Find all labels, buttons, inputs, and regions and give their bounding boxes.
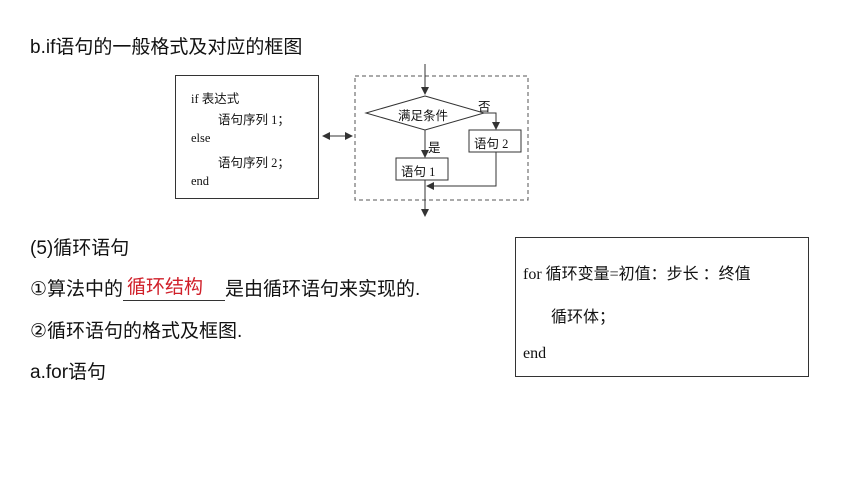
for-code-box [515,237,809,377]
heading-if: b.if语句的一般格式及对应的框图 [30,37,303,58]
if-code-line-2: 语句序列 1； [218,113,290,127]
item-2: ②循环语句的格式及框图. [30,321,243,342]
for-code-line-2: 循环体； [551,309,616,326]
item-1: ①算法中的循环结构是由循环语句来实现的. [30,274,420,301]
if-code-line-1: if 表达式 [191,92,240,106]
stmt1-rect [395,157,449,181]
merge-line [426,152,497,190]
condition-label: 满足条件 [398,109,449,123]
heading-for: a.for语句 [30,362,107,383]
answer-text: 循环结构 [127,277,204,298]
if-code-line-4: 语句序列 2； [218,156,290,170]
item-1-before: ①算法中的 [30,279,124,300]
flowchart-dashed-frame [354,75,529,201]
no-label: 否 [478,100,491,114]
for-code-line-1: for 循环变量=初值：步长 ：终值 [523,266,751,283]
section-5-title: (5)循环语句 [30,238,130,259]
if-code-line-3: else [191,131,211,145]
if-code-line-5: end [191,174,210,188]
for-code-line-3: end [523,345,547,362]
no-branch-line [484,112,500,130]
stmt2-label: 语句 2 [474,137,509,151]
answer-blank: 循环结构 [123,277,226,301]
stmt2-rect [468,129,522,153]
if-code-box [175,75,319,199]
yes-label: 是 [428,141,441,155]
item-1-after: 是由循环语句来实现的. [225,279,421,300]
stmt1-label: 语句 1 [401,165,436,179]
